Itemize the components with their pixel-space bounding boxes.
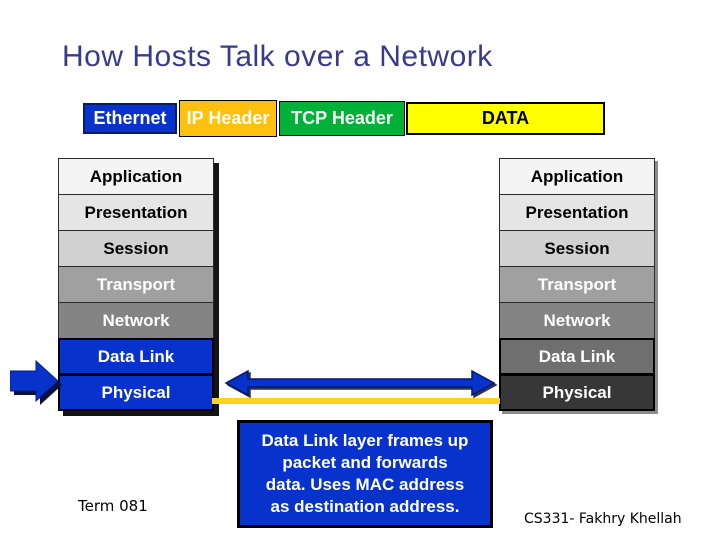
layer-session: Session <box>58 230 214 267</box>
layer-presentation: Presentation <box>58 194 214 231</box>
callout-line: Data Link layer frames up <box>261 431 469 450</box>
layer-physical: Physical <box>499 374 655 411</box>
term-label: Term 081 <box>78 497 148 515</box>
osi-stack-left-host: Application Presentation Session Transpo… <box>58 158 214 411</box>
layer-network: Network <box>499 302 655 339</box>
callout-line: packet and forwards <box>282 453 448 472</box>
layer-session: Session <box>499 230 655 267</box>
page-title: How Hosts Talk over a Network <box>62 40 493 73</box>
callout-line: as destination address. <box>270 497 460 516</box>
layer-application: Application <box>499 158 655 195</box>
layer-presentation: Presentation <box>499 194 655 231</box>
packet-segment-ip-header: IP Header <box>179 100 277 137</box>
physical-wire-line <box>212 398 500 404</box>
layer-data-link: Data Link <box>499 338 655 375</box>
packet-segment-tcp-header: TCP Header <box>279 101 405 136</box>
data-link-callout-box: Data Link layer frames up packet and for… <box>237 420 493 528</box>
packet-segment-ethernet: Ethernet <box>83 103 177 134</box>
packet-segment-data: DATA <box>406 102 605 135</box>
osi-stack-right-host: Application Presentation Session Transpo… <box>499 158 655 411</box>
layer-application: Application <box>58 158 214 195</box>
callout-line: data. Uses MAC address <box>265 475 465 494</box>
layer-physical-highlighted: Physical <box>58 374 214 411</box>
incoming-flow-arrow-icon <box>10 359 62 405</box>
layer-transport: Transport <box>58 266 214 303</box>
layer-network: Network <box>58 302 214 339</box>
layer-transport: Transport <box>499 266 655 303</box>
course-author-label: CS331- Fakhry Khellah <box>524 511 682 527</box>
data-link-double-arrow-icon <box>224 369 496 397</box>
layer-data-link-highlighted: Data Link <box>58 338 214 375</box>
